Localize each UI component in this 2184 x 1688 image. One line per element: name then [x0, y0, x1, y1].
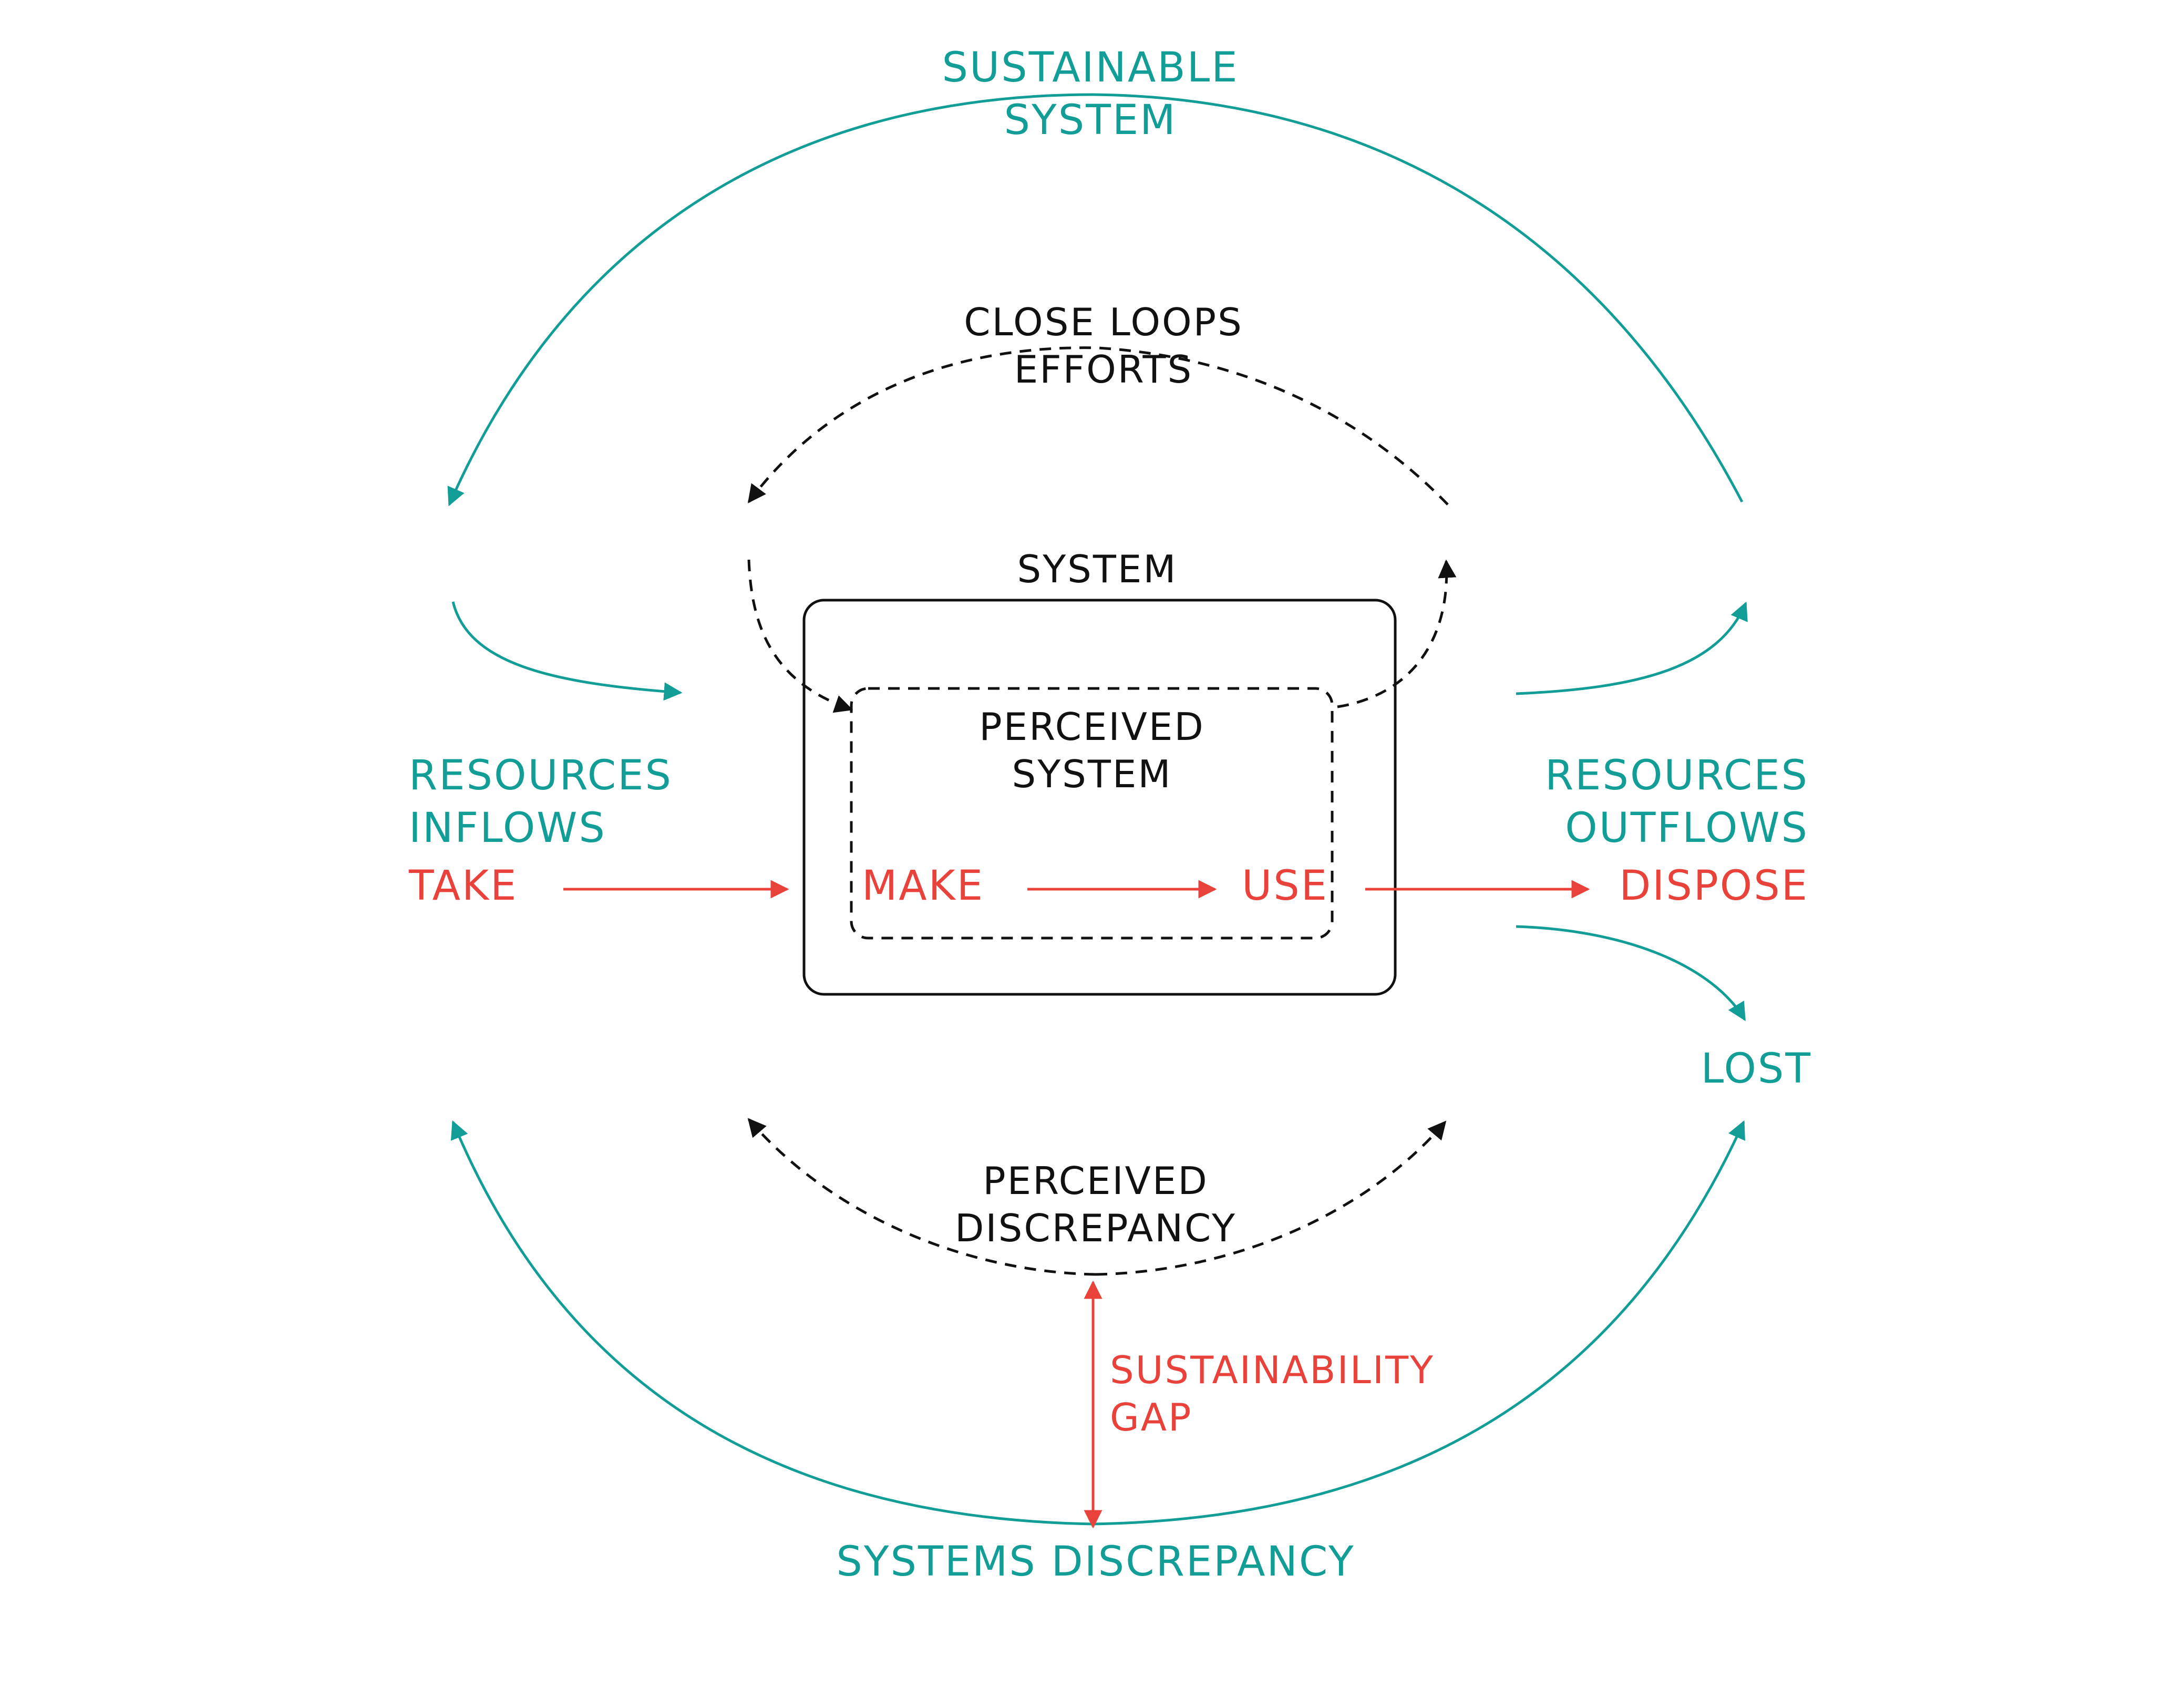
sustainable-system-label-line1: SUSTAINABLE [942, 44, 1239, 91]
dispose-label: DISPOSE [1619, 862, 1809, 910]
resources-inflow-curve [451, 601, 683, 701]
lost-label: LOST [1701, 1045, 1812, 1093]
perceived-discrepancy-label-line1: PERCEIVED [983, 1159, 1209, 1203]
perceived-system-box [850, 687, 1334, 940]
systems-discrepancy-label: SYSTEMS DISCREPANCY [836, 1538, 1355, 1586]
close-loops-arc [747, 346, 1449, 506]
perceived-discrepancy-arc-left [747, 1118, 1096, 1276]
lost-curve [1516, 925, 1746, 1021]
close-loops-label-line2: EFFORTS [1014, 347, 1193, 392]
perceived-system-label-line2: SYSTEM [1012, 752, 1172, 796]
sustainability-gap-label-line2: GAP [1110, 1395, 1192, 1439]
close-loops-label-line1: CLOSE LOOPS [964, 300, 1243, 344]
systems-discrepancy-arc-right [1093, 1120, 1745, 1526]
use-label: USE [1242, 862, 1328, 910]
resources-outflows-label-line1: RESOURCES [1545, 752, 1809, 799]
feedback-in-curve [747, 559, 853, 713]
resources-inflows-label-line1: RESOURCES [409, 752, 673, 799]
sustainability-gap-label-line1: SUSTAINABILITY [1110, 1348, 1435, 1392]
sustainable-system-label-line2: SYSTEM [1004, 97, 1177, 144]
perceived-discrepancy-label-line2: DISCREPANCY [955, 1206, 1237, 1250]
perceived-system-label-line1: PERCEIVED [979, 705, 1205, 749]
resources-inflows-label-line2: INFLOWS [409, 805, 606, 852]
resources-outflows-label-line2: OUTFLOWS [1565, 805, 1809, 852]
resources-outflow-curve [1516, 601, 1748, 695]
system-box [802, 599, 1397, 996]
perceived-discrepancy-arc-right [1095, 1120, 1447, 1276]
make-label: MAKE [862, 862, 984, 910]
system-label: SYSTEM [1017, 547, 1178, 591]
feedback-out-curve [1337, 559, 1457, 708]
systems-discrepancy-arc-left [450, 1120, 1094, 1526]
take-label: TAKE [408, 862, 518, 910]
sustainable-system-arc [447, 93, 1744, 507]
